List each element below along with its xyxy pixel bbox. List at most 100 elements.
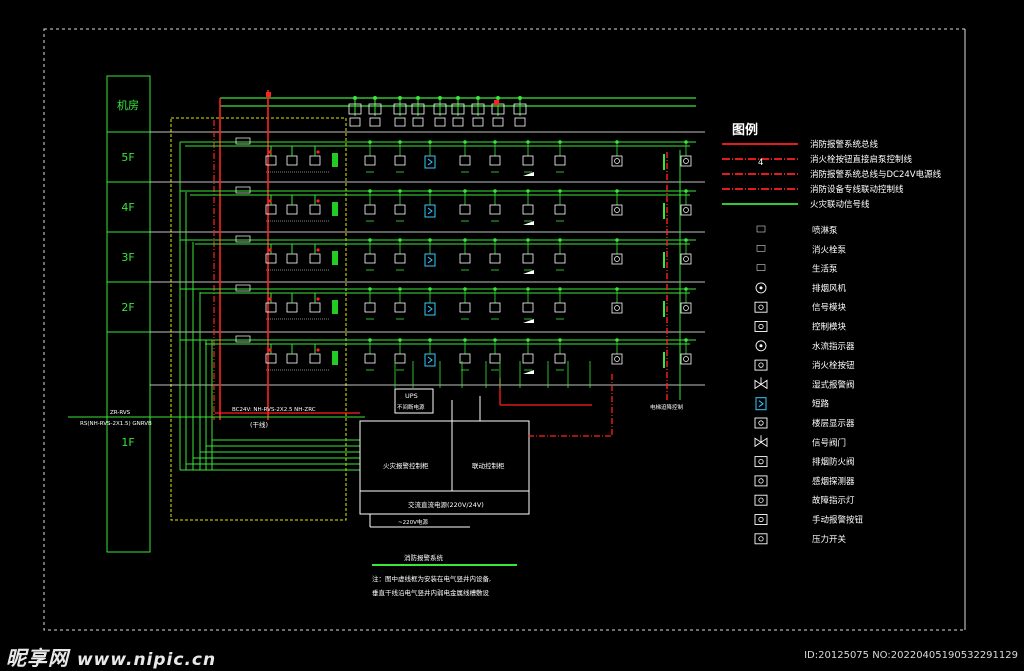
floor-device-box <box>554 204 566 215</box>
control-panels: UPS 不间断电源 火灾报警控制柜 联动控制柜 交流直流电源(220V/24V)… <box>359 361 684 528</box>
floor-device-box <box>522 204 534 215</box>
fire-panel-label: 火灾报警控制柜 <box>383 461 429 470</box>
legend-title: 图例 <box>732 122 758 138</box>
legend-icon-box-dot <box>758 323 764 330</box>
bottom-left-label-2: RS(NH-RVS-2X1.5) GNRVB <box>80 421 152 427</box>
floor-device-node <box>615 287 619 291</box>
floor-red-node <box>316 348 320 352</box>
system-name: 消防报警系统 <box>404 553 444 562</box>
floor-detector-dot <box>614 158 620 164</box>
legend-symbol-label: 排烟风机 <box>812 283 847 294</box>
floor-device-box <box>522 155 534 166</box>
drawing-border <box>43 28 966 631</box>
floor-device-node <box>463 238 467 242</box>
floor-detector-dot <box>614 305 620 311</box>
floor-device-node <box>428 238 432 242</box>
top-module-node <box>496 96 500 100</box>
top-module-node <box>398 96 402 100</box>
floor-device-node <box>428 287 432 291</box>
floor-device-node <box>558 287 562 291</box>
floor-device-box <box>554 302 566 313</box>
floor-device-box <box>554 353 566 364</box>
floor-detector <box>680 204 692 216</box>
top-module-box-lower <box>472 117 484 127</box>
floor-label: 3F <box>121 251 134 264</box>
smoke-fire-damper-icon <box>754 456 768 468</box>
top-module-box <box>393 103 407 115</box>
floor-device-box <box>364 353 376 364</box>
floor-red-node <box>268 297 272 301</box>
system-notes: 消防报警系统 注：图中虚线框为安装在电气竖井内设备, 垂直干线沿电气竖井内弱电金… <box>372 553 517 597</box>
legend-icon-box-dot <box>758 420 764 426</box>
fault-light-icon <box>754 494 768 506</box>
floor-label: 1F <box>121 436 134 449</box>
bus-1f-label: BC24V: NH-RVS-2X2.5 NH-ZRC <box>232 407 316 413</box>
floor-device-node <box>398 238 402 242</box>
legend-icon-box-dot <box>758 478 764 484</box>
floor-device-node <box>463 338 467 342</box>
watermark-url: www.nipic.cn <box>76 650 217 670</box>
top-module-box <box>471 103 485 115</box>
floor-device-box <box>364 155 376 166</box>
floor-device-box <box>554 155 566 166</box>
floor-device-node <box>368 238 372 242</box>
legend-icon-box <box>754 475 768 487</box>
legend-symbol-label: 故障指示灯 <box>812 495 855 506</box>
hydrant-button-icon <box>754 359 768 371</box>
note-line-2: 垂直干线沿电气竖井内弱电金属线槽敷设 <box>372 588 490 597</box>
floor-valve-mark <box>523 270 534 274</box>
legend-line-label: 消火栓按钮直接启泵控制线 <box>810 154 913 165</box>
legend-line-label: 火灾联动信号线 <box>810 199 870 210</box>
floor-display-block <box>332 300 338 314</box>
floor-detector <box>611 353 623 365</box>
legend-icon-dot <box>759 286 763 290</box>
ac-input-label: ~220V电源 <box>398 518 428 526</box>
trunk-label: (干线) <box>250 420 268 429</box>
floor-valve-mark <box>523 221 534 225</box>
floor-bus-tag <box>235 284 251 292</box>
floor-detector-dot <box>683 356 689 362</box>
control-module-icon <box>754 321 768 332</box>
legend-icon-box-dot <box>758 497 764 503</box>
top-module-node <box>416 96 420 100</box>
floor-device-box <box>489 155 501 166</box>
legend-symbol-label: 短路 <box>812 399 830 410</box>
legend-icon-code <box>756 245 766 252</box>
floor-device-node <box>368 189 372 193</box>
short-circuit-symbol <box>424 353 436 367</box>
legend-symbol-label: 生活泵 <box>812 264 838 275</box>
floor-bus-tag <box>235 235 251 243</box>
floor-display-block <box>332 202 338 216</box>
wet-alarm-valve-icon <box>754 377 768 390</box>
text-code-icon <box>756 264 766 271</box>
floor-device-node <box>493 140 497 144</box>
top-module-node <box>456 96 460 100</box>
dc-power-box <box>359 490 530 515</box>
floor-device-node <box>398 189 402 193</box>
top-red-node <box>266 92 271 97</box>
floor-bus-tag <box>235 137 251 145</box>
floor-device-box <box>522 302 534 313</box>
short-circuit-icon <box>755 397 767 411</box>
short-circuit-mark <box>427 158 433 166</box>
top-module-box <box>513 103 527 115</box>
floor-device-node <box>398 338 402 342</box>
floor-module <box>309 204 321 215</box>
floor-device-box <box>459 302 471 313</box>
floor-detector-dot <box>614 256 620 262</box>
ups-box <box>394 388 434 414</box>
floor-device-node <box>526 238 530 242</box>
floor-detector <box>680 353 692 365</box>
floor-wiring <box>180 137 696 374</box>
floor-detector <box>611 253 623 265</box>
short-circuit-mark <box>427 305 433 313</box>
floor-module <box>309 302 321 313</box>
legend-symbol-label: 信号阀门 <box>812 437 846 448</box>
legend-symbol-label: 湿式报警阀 <box>812 379 855 390</box>
floor-display-block <box>332 251 338 265</box>
legend-icon-box <box>754 359 768 371</box>
floor-device-box <box>394 302 406 313</box>
manual-alarm-icon <box>754 514 768 525</box>
floor-detector-dot <box>614 207 620 213</box>
legend-icon-box-dot <box>758 516 764 523</box>
